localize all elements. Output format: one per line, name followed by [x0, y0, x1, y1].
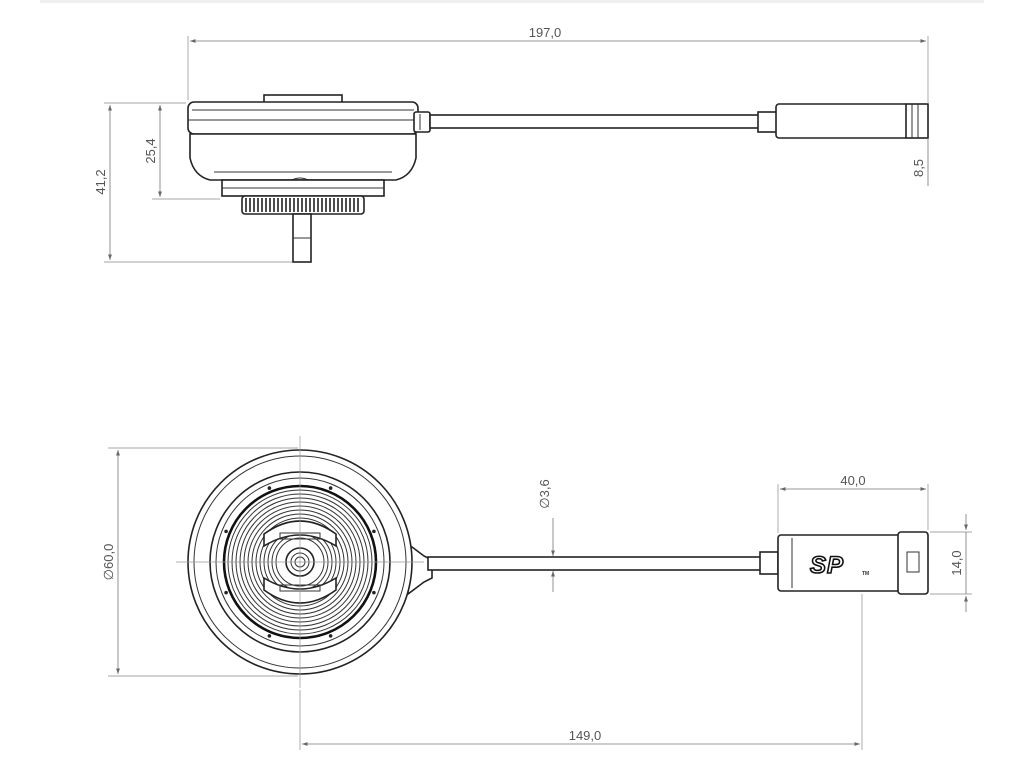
top-cable	[427, 556, 763, 571]
side-housing-lower	[189, 133, 417, 181]
side-gear-teeth	[245, 198, 359, 212]
dim-cable-diameter: ∅3,6	[537, 479, 552, 508]
side-cable	[429, 114, 761, 129]
side-cable-gland	[413, 111, 431, 133]
logo-sub: TM	[862, 571, 869, 577]
dim-center-to-connector: 149,0	[569, 728, 602, 743]
side-view-dimensions: 197,0 25,4 41,2 8,5	[93, 25, 929, 263]
side-view	[187, 94, 929, 263]
dim-mount-diameter: ∅60,0	[101, 544, 116, 581]
dim-total-height: 41,2	[93, 169, 108, 194]
top-view: SP TM	[176, 436, 929, 688]
dim-overall-length: 197,0	[529, 25, 562, 40]
side-connector-neck	[757, 111, 779, 133]
top-connector-neck	[759, 551, 779, 575]
dim-connector-width: 14,0	[949, 550, 964, 575]
top-bolt-holes	[224, 486, 376, 638]
dim-connector-length: 40,0	[840, 473, 865, 488]
connector-logo: SP TM	[809, 551, 869, 580]
dim-body-height: 25,4	[143, 138, 158, 163]
logo-text: SP	[810, 552, 844, 579]
top-connector-tip	[897, 531, 929, 595]
dim-connector-height: 8,5	[911, 159, 926, 177]
side-connector-body	[775, 103, 909, 139]
side-housing-upper	[187, 101, 419, 135]
side-connector-tip	[905, 103, 929, 139]
top-view-dimensions: ∅60,0 ∅3,6 40,0 14,0 149,0	[101, 447, 972, 750]
top-border	[40, 0, 984, 3]
